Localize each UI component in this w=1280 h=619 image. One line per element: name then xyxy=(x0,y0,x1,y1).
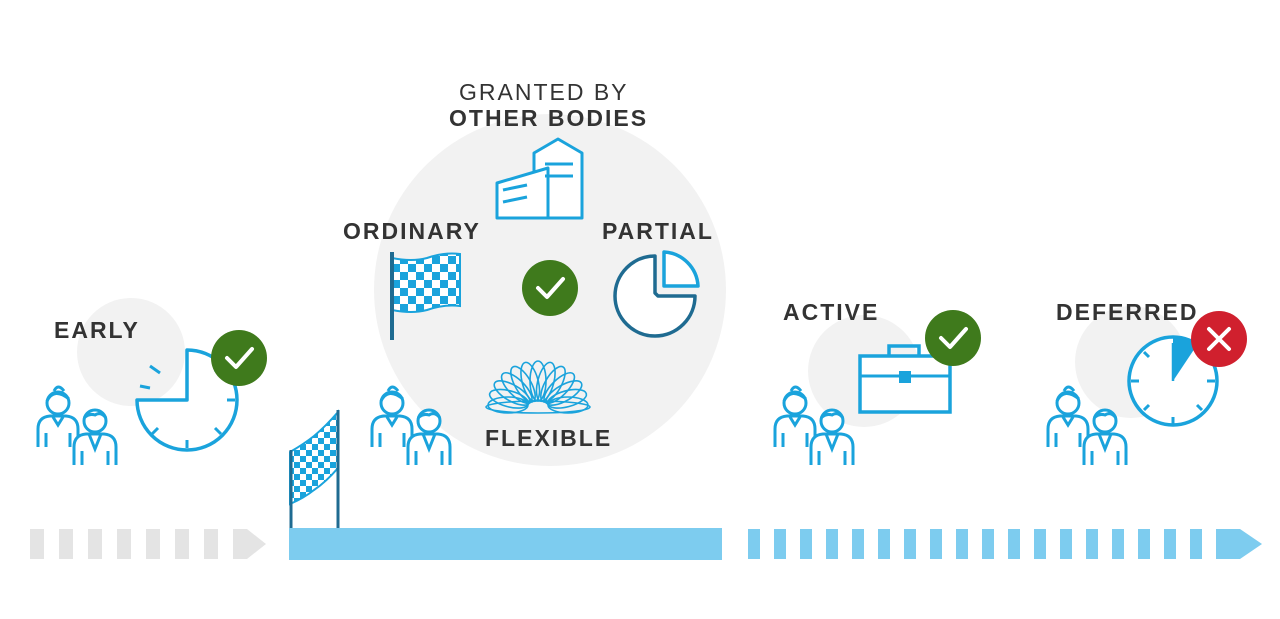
checkmark-icon xyxy=(925,310,981,366)
stopwatch-icon xyxy=(1127,335,1219,427)
ordinary-label: ORDINARY xyxy=(343,218,481,244)
briefcase-icon xyxy=(858,344,952,414)
checkmark-icon xyxy=(211,330,267,386)
granted-label-line1: GRANTED BY xyxy=(459,79,629,105)
early-background-circle xyxy=(77,298,185,406)
timeline-grey-dashed-arrow xyxy=(30,529,266,559)
pie-chart-icon xyxy=(613,250,700,338)
checkered-flag-icon xyxy=(390,252,461,340)
timeline-solid-segment xyxy=(289,528,722,560)
granted-label-line2: OTHER BODIES xyxy=(449,105,649,131)
partial-label: PARTIAL xyxy=(602,218,714,244)
early-label: EARLY xyxy=(54,317,140,343)
flexible-spring-icon xyxy=(485,360,591,414)
deferred-label: DEFERRED xyxy=(1056,299,1199,325)
checkered-flag-icon xyxy=(289,409,340,530)
cross-icon xyxy=(1191,311,1247,367)
timeline-blue-dashed-arrow xyxy=(748,529,1262,559)
flexible-label: FLEXIBLE xyxy=(485,425,613,451)
checkmark-icon xyxy=(522,260,578,316)
office-buildings-icon xyxy=(495,137,584,220)
active-label: ACTIVE xyxy=(783,299,880,325)
